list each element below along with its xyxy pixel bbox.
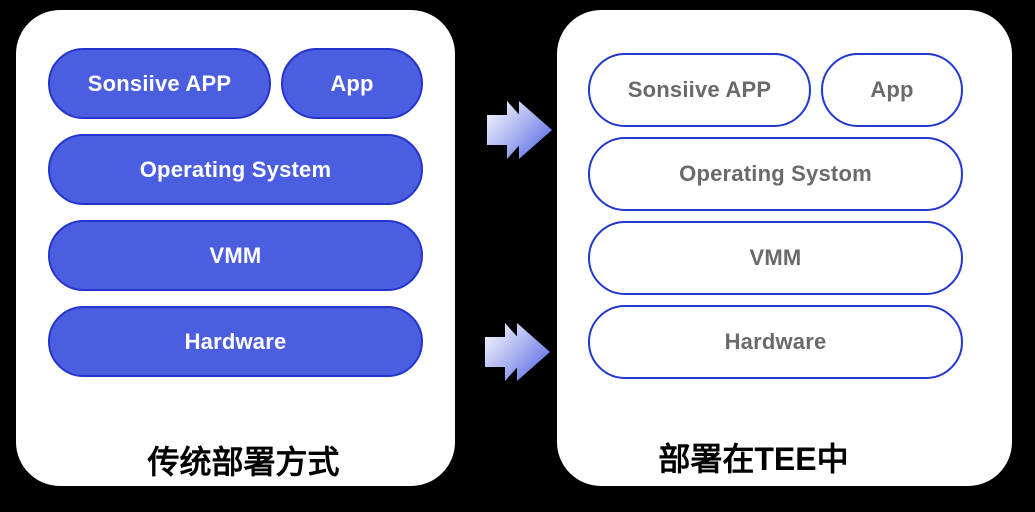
app-layer-row: Sonsiive APP App [588,53,963,127]
layer-hardware: Hardware [48,306,423,377]
panel-caption-tee: 部署在TEE中 [658,441,849,477]
layer-app: App [281,48,423,119]
layer-stack-traditional: Sonsiive APP App Operating System VMM Ha… [48,48,423,483]
layer-operating-system: Operating System [48,134,423,205]
layer-vmm: VMM [48,220,423,291]
traditional-deployment-panel: Sonsiive APP App Operating System VMM Ha… [16,10,455,486]
app-layer-row: Sonsiive APP App [48,48,423,119]
layer-hardware: Hardware [588,305,963,379]
layer-app: App [821,53,963,127]
double-right-arrow-icon [485,323,550,381]
panel-caption-traditional: 传统部署方式 [147,444,340,480]
layer-stack-tee: Sonsiive APP App Operating Systom VMM Ha… [588,53,963,480]
layer-vmm: VMM [588,221,963,295]
layer-sonsiive-app: Sonsiive APP [588,53,811,127]
tee-deployment-panel: Sonsiive APP App Operating Systom VMM Ha… [557,10,1012,486]
double-right-arrow-icon [487,101,552,159]
layer-sonsiive-app: Sonsiive APP [48,48,271,119]
layer-operating-system: Operating Systom [588,137,963,211]
